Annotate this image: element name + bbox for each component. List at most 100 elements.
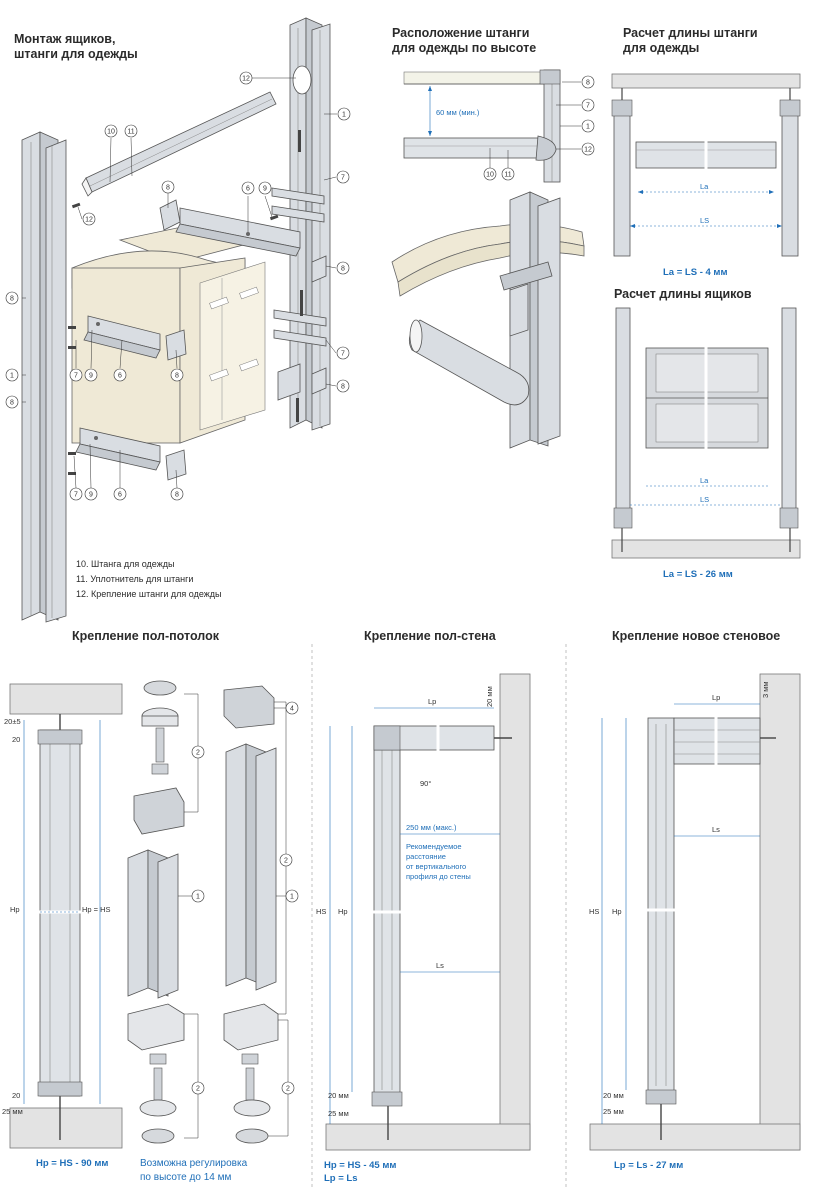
corner-bracket-top bbox=[159, 199, 181, 231]
drawer-length-section: Расчет длины ящиков La LS La = LS - 26 м… bbox=[611, 287, 801, 580]
rail-3d-illustration bbox=[391, 191, 585, 449]
lp-label-floor-wall: Lp bbox=[428, 697, 436, 706]
floor-wall-formula-2: Lp = Ls bbox=[324, 1173, 358, 1184]
ls-label-new-wall: Ls bbox=[712, 825, 720, 834]
floor-wall-section: Крепление пол-стена Lp 20 мм 90° 250 мм … bbox=[316, 629, 531, 1184]
callout-1-height: 1 bbox=[586, 124, 590, 131]
screws bbox=[68, 130, 303, 475]
min-60-label: 60 мм (мин.) bbox=[436, 108, 480, 117]
callout-12-left: 12 bbox=[85, 217, 93, 224]
rail-la-label: La bbox=[700, 182, 709, 191]
shelf-section bbox=[403, 71, 545, 85]
callout-1-exploded-right: 1 bbox=[290, 894, 294, 901]
legend-item-10: 10. Штанга для одежды bbox=[76, 559, 174, 569]
callout-2-bottom-left: 2 bbox=[196, 1086, 200, 1093]
hp-label-new-wall: Hp bbox=[612, 907, 622, 916]
callout-8-mid: 8 bbox=[175, 373, 179, 380]
floor-drawer-calc bbox=[611, 539, 801, 559]
callout-9-bottom: 9 bbox=[89, 492, 93, 499]
hs-label-floor-wall: HS bbox=[316, 907, 326, 916]
callout-1-left: 1 bbox=[10, 373, 14, 380]
lp-label-new-wall: Lp bbox=[712, 693, 720, 702]
callout-8-top: 8 bbox=[166, 185, 170, 192]
corner-bracket-bottom bbox=[165, 449, 187, 481]
drawer-calc-title: Расчет длины ящиков bbox=[614, 287, 752, 301]
floor-new-wall bbox=[589, 1123, 801, 1151]
callout-9-mid: 9 bbox=[89, 373, 93, 380]
assembly-leaders bbox=[22, 77, 337, 489]
hp-label-left: Hp bbox=[10, 905, 20, 914]
ls-label-floor-wall: Ls bbox=[436, 961, 444, 970]
floor-wall-formula-1: Hp = HS - 45 мм bbox=[324, 1160, 396, 1171]
callout-1-right: 1 bbox=[342, 112, 346, 119]
rail-ls-label: LS bbox=[700, 216, 709, 225]
dim-25mm-fw: 25 мм bbox=[328, 1109, 349, 1118]
dim-20mm-new-wall: 20 мм bbox=[603, 1091, 624, 1100]
clothes-rail-part bbox=[81, 91, 277, 197]
dim-25mm-new-wall: 25 мм bbox=[603, 1107, 624, 1116]
hp-eq-hs-label: Hp = HS bbox=[82, 905, 111, 914]
dim-20mm-bottom-fw: 20 мм bbox=[328, 1091, 349, 1100]
callout-11-height: 11 bbox=[504, 172, 511, 179]
dim-20-top: 20 bbox=[12, 735, 20, 744]
max-250-label: 250 мм (макс.) bbox=[406, 823, 457, 832]
callout-9-top: 9 bbox=[263, 186, 267, 193]
callout-8-left-a: 8 bbox=[10, 296, 14, 303]
side-wall-new bbox=[759, 673, 801, 1151]
adjust-note-line2: по высоте до 14 мм bbox=[140, 1172, 231, 1183]
exploded-parts-left bbox=[127, 680, 279, 1144]
assembly-title-line2: штанги для одежды bbox=[14, 47, 138, 61]
rail-formula: La = LS - 4 мм bbox=[663, 267, 727, 278]
callout-8-right-mid: 8 bbox=[341, 266, 345, 273]
dim-20pm5: 20±5 bbox=[4, 717, 21, 726]
callout-8-bottom: 8 bbox=[175, 492, 179, 499]
callout-6-mid: 6 bbox=[118, 373, 122, 380]
rec-line4: профиля до стены bbox=[406, 872, 471, 881]
dim-25mm-left: 25 мм bbox=[2, 1107, 23, 1116]
side-wall bbox=[499, 673, 531, 1151]
adjust-note-line1: Возможна регулировка bbox=[140, 1158, 248, 1169]
drawer-rail-bottom bbox=[75, 427, 161, 471]
drawer-la-label: La bbox=[700, 476, 709, 485]
rail-calc-title-line1: Расчет длины штанги bbox=[623, 26, 758, 40]
callout-7-right-low: 7 bbox=[341, 351, 345, 358]
callout-12-rail-mount: 12 bbox=[242, 76, 250, 83]
callout-12-height: 12 bbox=[584, 147, 592, 154]
new-wall-formula: Lp = Ls - 27 мм bbox=[614, 1160, 683, 1171]
new-wall-title: Крепление новое стеновое bbox=[612, 629, 780, 643]
legend-item-11: 11. Уплотнитель для штанги bbox=[76, 574, 193, 584]
callout-10: 10 bbox=[107, 129, 115, 136]
hp-label-floor-wall: Hp bbox=[338, 907, 348, 916]
floor-wall-title: Крепление пол-стена bbox=[364, 629, 497, 643]
dim-3mm: 3 мм bbox=[761, 681, 770, 698]
left-vertical-profile bbox=[21, 131, 67, 623]
height-title-line1: Расположение штанги bbox=[392, 26, 529, 40]
right-side-brackets bbox=[271, 187, 327, 401]
drawer-formula: La = LS - 26 мм bbox=[663, 569, 733, 580]
new-wall-section: Крепление новое стеновое Lp 3 мм Ls HS H… bbox=[589, 629, 801, 1171]
callout-10-height: 10 bbox=[486, 172, 494, 179]
callout-11: 11 bbox=[127, 129, 134, 136]
right-vertical-profile bbox=[289, 17, 331, 431]
drawer-rail-middle bbox=[83, 315, 161, 359]
callout-8-height: 8 bbox=[586, 80, 590, 87]
height-title-line2: для одежды по высоте bbox=[392, 41, 536, 55]
rail-calc-title-line2: для одежды bbox=[623, 41, 699, 55]
callout-2-bottom-right: 2 bbox=[286, 1086, 290, 1093]
drawer-bracket-top bbox=[175, 207, 301, 257]
floor-slab bbox=[9, 1107, 123, 1149]
callout-7-mid: 7 bbox=[74, 373, 78, 380]
callout-8-left-b: 8 bbox=[10, 400, 14, 407]
assembly-callouts: 12 1 10 11 12 8 6 9 7 8 8 1 8 7 9 6 8 7 … bbox=[5, 71, 351, 501]
rec-line2: расстояние bbox=[406, 852, 446, 861]
callout-6-top: 6 bbox=[246, 186, 250, 193]
legend-item-12: 12. Крепление штанги для одежды bbox=[76, 589, 222, 599]
ceiling-rail-calc bbox=[611, 73, 801, 89]
callout-2-top-right: 2 bbox=[284, 858, 288, 865]
floor-ceiling-title: Крепление пол-потолок bbox=[72, 629, 220, 643]
angle-90-label: 90° bbox=[420, 779, 431, 788]
callout-6-bottom: 6 bbox=[118, 492, 122, 499]
rec-line3: от вертикального bbox=[406, 862, 466, 871]
new-wall-vertical-profile bbox=[647, 717, 675, 1093]
